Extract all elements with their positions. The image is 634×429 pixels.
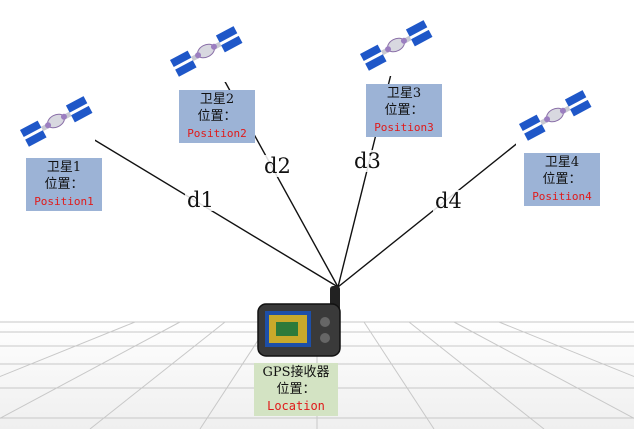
satellite-icon: [516, 84, 594, 146]
satellite-2-position-value: Position2: [181, 125, 253, 142]
satellite-icon: [167, 20, 245, 82]
satellite-1-position-label: 位置：: [28, 176, 100, 193]
satellite-2-image: [167, 20, 245, 82]
satellite-1-position-value: Position1: [28, 193, 100, 210]
satellite-3-image: [357, 14, 435, 76]
satellite-4-name: 卫星4: [526, 154, 598, 171]
satellite-icon: [357, 14, 435, 76]
receiver-position-label: 位置：: [254, 381, 338, 398]
distance-label-d2: d2: [262, 155, 293, 177]
satellite-3-label: 卫星3 位置： Position3: [366, 84, 442, 137]
satellite-4-position-label: 位置：: [526, 171, 598, 188]
satellite-1-label: 卫星1 位置： Position1: [26, 158, 102, 211]
satellite-3-position-label: 位置：: [368, 102, 440, 119]
satellite-3-position-value: Position3: [368, 119, 440, 136]
satellite-1-image: [17, 90, 95, 152]
distance-label-d3: d3: [352, 150, 383, 172]
satellite-2-position-label: 位置：: [181, 108, 253, 125]
satellite-3-name: 卫星3: [368, 85, 440, 102]
satellite-2-name: 卫星2: [181, 91, 253, 108]
satellite-2-label: 卫星2 位置： Position2: [179, 90, 255, 143]
distance-label-d1: d1: [185, 189, 216, 211]
gps-receiver-icon: [252, 284, 348, 360]
satellite-4-label: 卫星4 位置： Position4: [524, 153, 600, 206]
receiver-label: GPS接收器 位置： Location: [254, 363, 338, 416]
satellite-4-position-value: Position4: [526, 188, 598, 205]
distance-label-d4: d4: [433, 190, 464, 212]
receiver-name: GPS接收器: [254, 364, 338, 381]
satellite-4-image: [516, 84, 594, 146]
receiver-position-value: Location: [254, 398, 338, 415]
satellite-1-name: 卫星1: [28, 159, 100, 176]
satellite-icon: [17, 90, 95, 152]
